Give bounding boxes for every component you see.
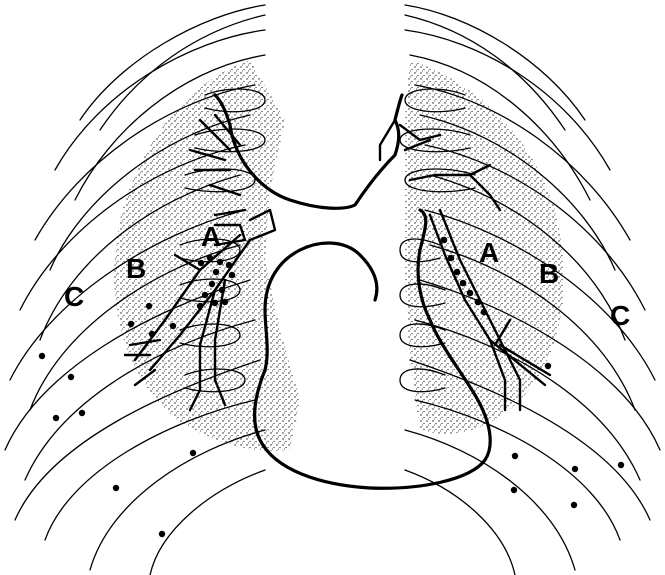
- label-left-c: C: [64, 281, 84, 312]
- dot: [146, 303, 152, 309]
- dot: [170, 323, 176, 329]
- dot: [212, 300, 218, 306]
- dot: [128, 321, 134, 327]
- dot: [39, 353, 45, 359]
- dot: [460, 280, 467, 287]
- dot: [53, 415, 59, 421]
- label-left-a: A: [201, 221, 221, 252]
- dot: [79, 410, 85, 416]
- dot: [511, 487, 517, 493]
- dot: [198, 260, 204, 266]
- dot: [572, 466, 578, 472]
- label-left-b: B: [126, 253, 146, 284]
- dot: [217, 259, 223, 265]
- dot: [448, 255, 455, 262]
- dot: [190, 450, 196, 456]
- dot: [213, 269, 219, 275]
- dot: [512, 453, 518, 459]
- dot: [481, 309, 488, 316]
- dot: [571, 502, 577, 508]
- dot: [149, 331, 155, 337]
- dot: [68, 374, 74, 380]
- dot: [545, 363, 551, 369]
- dot: [454, 269, 461, 276]
- dot: [441, 237, 448, 244]
- dot: [113, 485, 119, 491]
- dot: [226, 262, 232, 268]
- dot: [197, 303, 203, 309]
- dot: [229, 272, 235, 278]
- dot: [618, 462, 624, 468]
- label-right-c: C: [610, 300, 630, 331]
- dot: [207, 255, 213, 261]
- label-right-a: A: [479, 237, 499, 268]
- dot: [159, 531, 165, 537]
- dot: [467, 290, 474, 297]
- dot: [475, 299, 482, 306]
- dot: [222, 299, 228, 305]
- dot: [219, 287, 225, 293]
- dot: [202, 292, 208, 298]
- dot: [209, 281, 215, 287]
- label-right-b: B: [539, 258, 559, 289]
